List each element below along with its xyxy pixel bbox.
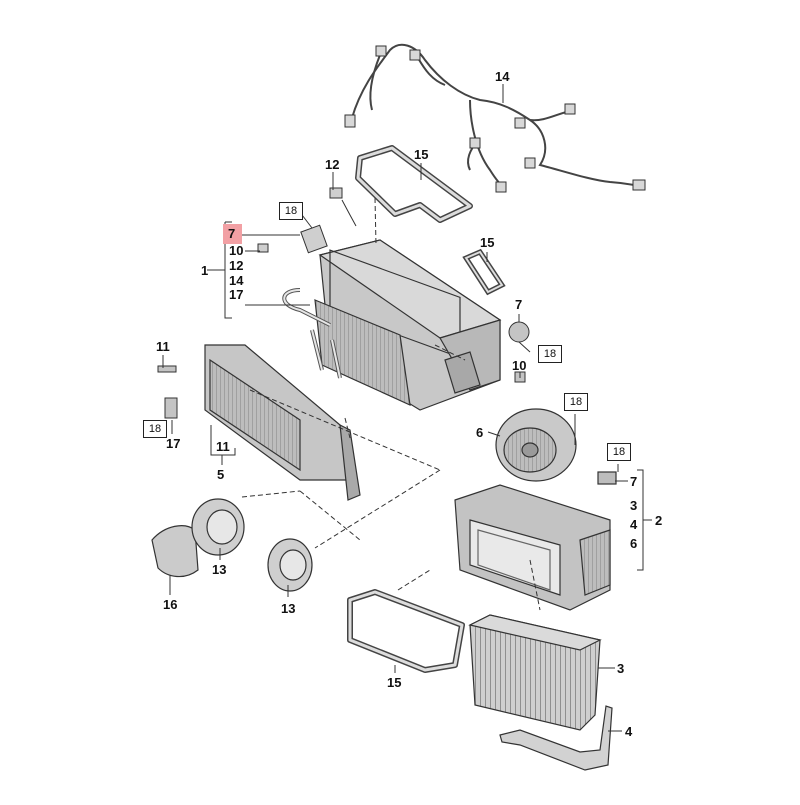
wiring-harness	[351, 43, 641, 189]
callout-group1-14[interactable]: 14	[229, 273, 244, 288]
leader-lines	[162, 84, 652, 732]
callout-group1-10[interactable]: 10	[229, 243, 244, 258]
callout-15-top[interactable]: 15	[414, 147, 429, 162]
callout-18-b[interactable]: 18	[538, 345, 562, 363]
callout-15-bottom[interactable]: 15	[387, 675, 402, 690]
callout-13-a[interactable]: 13	[212, 562, 227, 577]
callout-18-d[interactable]: 18	[564, 393, 588, 411]
callout-5[interactable]: 5	[217, 467, 225, 482]
vent-cover-13a	[191, 498, 245, 556]
callout-group1-7[interactable]: 7	[228, 226, 236, 241]
callout-6[interactable]: 6	[476, 425, 484, 440]
vent-cover-16	[151, 525, 199, 578]
callout-17-left[interactable]: 17	[166, 436, 181, 451]
actuator-right	[508, 321, 530, 383]
harness-connectors	[344, 45, 646, 193]
callout-11-bottom[interactable]: 11	[216, 439, 230, 454]
callout-13-b[interactable]: 13	[281, 601, 296, 616]
callout-4-bottom[interactable]: 4	[625, 724, 633, 739]
highlight-marker	[223, 224, 242, 244]
callout-10-right[interactable]: 10	[512, 358, 527, 373]
callout-3-bottom[interactable]: 3	[617, 661, 625, 676]
callout-group2-7[interactable]: 7	[630, 474, 638, 489]
callout-7-right[interactable]: 7	[515, 297, 523, 312]
callout-14[interactable]: 14	[495, 69, 510, 84]
callout-group2-4[interactable]: 4	[630, 517, 638, 532]
callout-group1-label[interactable]: 1	[201, 263, 209, 278]
filter-frame-bottom	[347, 589, 465, 673]
dashed-construction-lines	[241, 197, 541, 611]
callout-11-left[interactable]: 11	[156, 339, 170, 354]
filter-seal-right	[462, 248, 506, 296]
callout-group1-12[interactable]: 12	[229, 258, 244, 273]
left-heater-housing	[204, 344, 361, 501]
callout-group2-6[interactable]: 6	[630, 536, 638, 551]
sensor-parts-top	[257, 187, 357, 254]
callout-group2-3[interactable]: 3	[630, 498, 638, 513]
air-filter-frame-top	[355, 145, 473, 223]
blower-housing	[454, 484, 611, 611]
callout-15-right[interactable]: 15	[480, 235, 495, 250]
callout-group1-17[interactable]: 17	[229, 287, 244, 302]
left-small-parts	[157, 365, 178, 419]
callout-16[interactable]: 16	[163, 597, 178, 612]
callout-18-c[interactable]: 18	[143, 420, 167, 438]
callout-18-a[interactable]: 18	[279, 202, 303, 220]
vent-cover-13b	[267, 538, 313, 592]
trim-strip	[499, 705, 613, 771]
blower-motor	[495, 408, 617, 485]
evaporator-housing	[282, 239, 502, 411]
pollen-filter	[468, 614, 602, 731]
callout-group2-label[interactable]: 2	[655, 513, 663, 528]
callout-18-e[interactable]: 18	[607, 443, 631, 461]
callout-12-top[interactable]: 12	[325, 157, 340, 172]
